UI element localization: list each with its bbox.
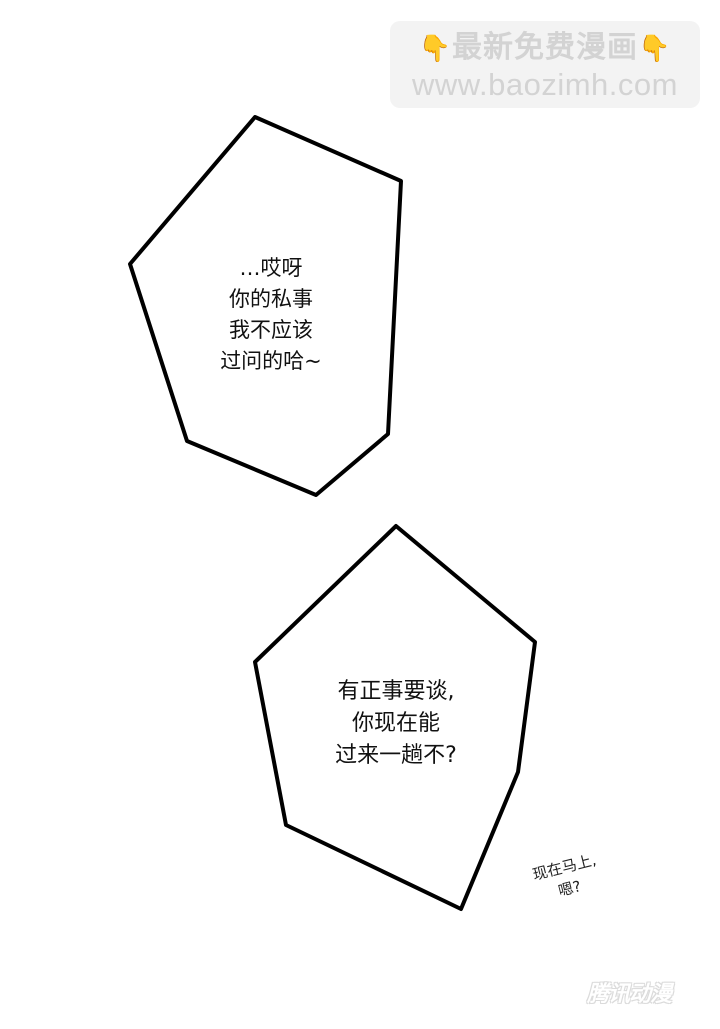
speech-bubble-1-outline xyxy=(128,115,403,497)
watermark-url: www.baozimh.com xyxy=(412,67,678,102)
pointing-down-hand-icon: 👇 xyxy=(638,33,672,64)
watermark-title: 👇最新免费漫画👇 xyxy=(390,31,700,66)
dialogue-line: 过来一趟不? xyxy=(335,743,457,768)
dialogue-line: 过问的哈~ xyxy=(220,349,322,373)
dialogue-line: 你的私事 xyxy=(229,287,313,311)
watermark-banner: 👇最新免费漫画👇 www.baozimh.com xyxy=(390,21,700,108)
publisher-watermark: 腾讯动漫 xyxy=(587,982,672,1007)
dialogue-line: 我不应该 xyxy=(229,318,313,342)
pointing-down-hand-icon: 👇 xyxy=(418,33,452,64)
speech-bubble-1-text: …哎呀 你的私事 我不应该 过问的哈~ xyxy=(196,253,346,377)
dialogue-line: …哎呀 xyxy=(239,256,303,280)
watermark-title-text: 最新免费漫画 xyxy=(452,30,638,65)
speech-bubble-2-text: 有正事要谈, 你现在能 过来一趟不? xyxy=(316,676,476,772)
dialogue-line: 有正事要谈, xyxy=(337,679,455,704)
dialogue-line: 你现在能 xyxy=(351,711,440,736)
speech-bubble-2-outline xyxy=(253,524,537,911)
